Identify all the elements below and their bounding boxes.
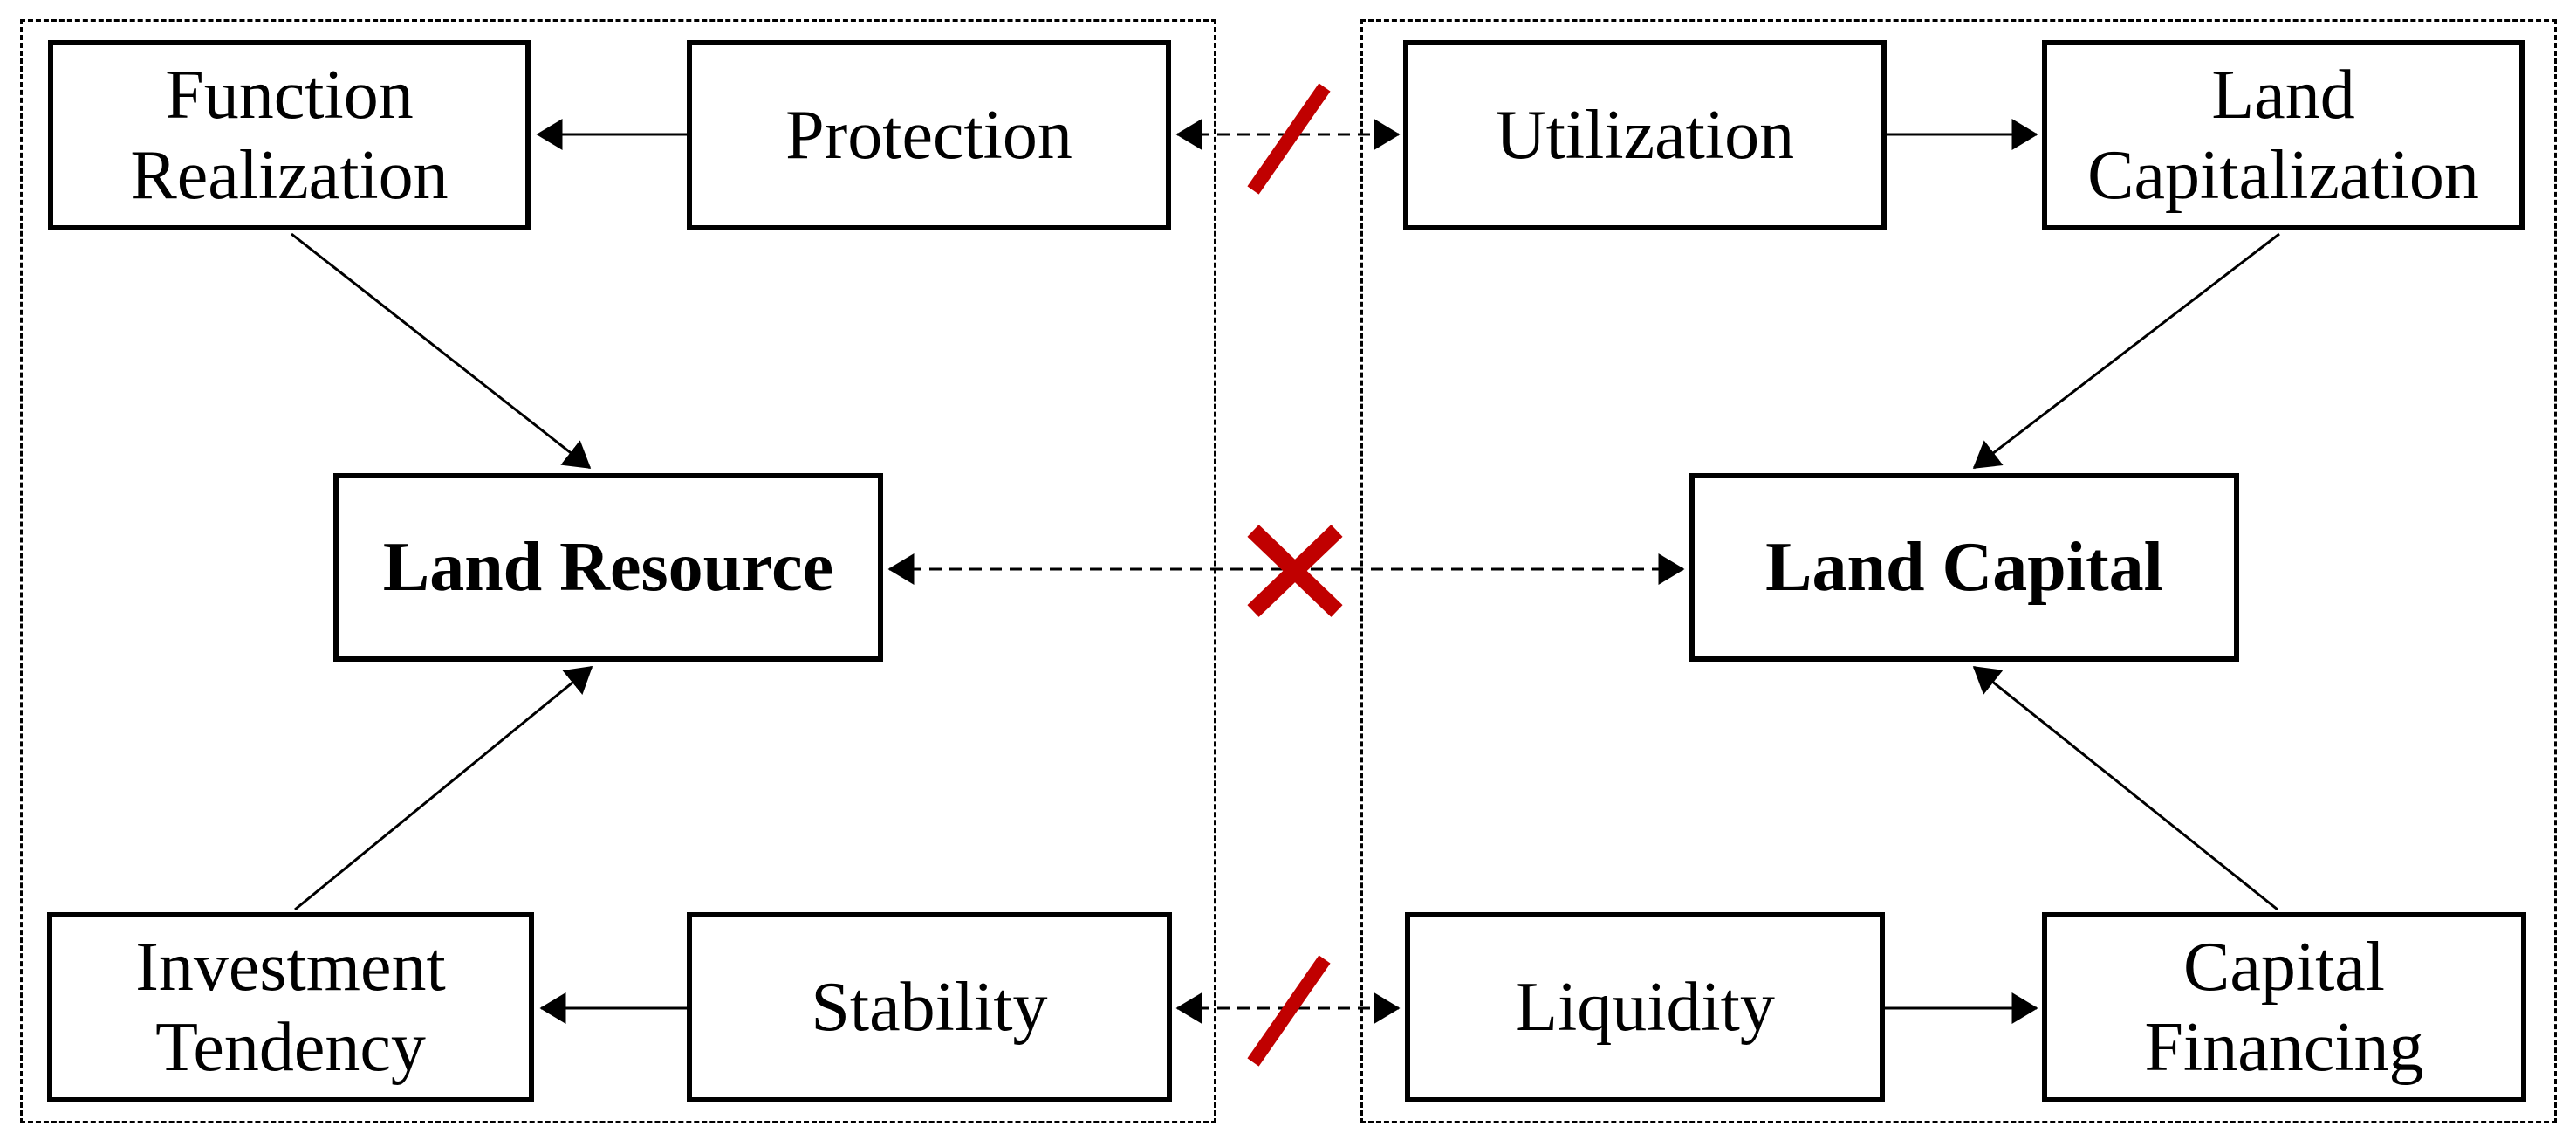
box-stability: Stability <box>687 912 1172 1102</box>
box-stability-label: Stability <box>811 969 1048 1046</box>
box-utilization-label: Utilization <box>1495 97 1795 174</box>
box-capital-financing: Capital Financing <box>2042 912 2526 1102</box>
blocked-slash-icon-top <box>1247 83 1331 195</box>
box-land-capitalization: Land Capitalization <box>2042 40 2525 230</box>
box-protection: Protection <box>687 40 1171 230</box>
box-land-resource: Land Resource <box>333 473 883 662</box>
box-liquidity-label: Liquidity <box>1515 969 1775 1046</box>
box-liquidity: Liquidity <box>1405 912 1885 1102</box>
blocked-slash-icon-bottom <box>1247 955 1331 1067</box>
box-investment-tendency: Investment Tendency <box>47 912 534 1102</box>
box-investment-tendency-label: Investment Tendency <box>135 929 446 1086</box>
box-land-capital-label: Land Capital <box>1765 529 2163 606</box>
box-function-realization: Function Realization <box>48 40 531 230</box>
blocked-cross-icon <box>1247 525 1343 617</box>
box-utilization: Utilization <box>1403 40 1887 230</box>
box-protection-label: Protection <box>785 97 1072 174</box>
box-land-capital: Land Capital <box>1689 473 2239 662</box>
box-land-capitalization-label: Land Capitalization <box>2087 57 2479 214</box>
box-function-realization-label: Function Realization <box>130 57 449 214</box>
box-land-resource-label: Land Resource <box>382 529 834 606</box>
box-capital-financing-label: Capital Financing <box>2144 929 2424 1086</box>
